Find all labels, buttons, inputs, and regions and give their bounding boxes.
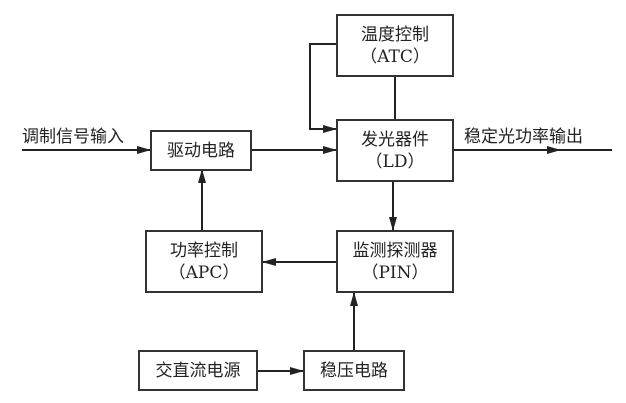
block-atc: 温度控制 （ATC） — [336, 14, 454, 77]
block-atc-title: 温度控制 — [361, 24, 429, 45]
block-apc-title: 功率控制 — [170, 240, 238, 261]
block-ld: 发光器件 （LD） — [336, 119, 454, 182]
block-regulator-title: 稳压电路 — [320, 360, 388, 381]
block-drive-title: 驱动电路 — [167, 140, 235, 161]
block-pin-title: 监测探测器 — [352, 240, 438, 261]
block-drive: 驱动电路 — [150, 130, 252, 171]
block-power: 交直流电源 — [138, 350, 258, 391]
input-label: 调制信号输入 — [22, 127, 124, 147]
block-power-title: 交直流电源 — [155, 360, 241, 381]
block-apc-abbr: （APC） — [168, 262, 240, 283]
block-pin: 监测探测器 （PIN） — [336, 230, 454, 293]
arrow-atc-to-ld — [309, 43, 337, 133]
block-ld-abbr: （LD） — [365, 151, 425, 172]
block-apc: 功率控制 （APC） — [145, 230, 263, 293]
block-ld-title: 发光器件 — [361, 129, 429, 150]
block-pin-abbr: （PIN） — [361, 262, 429, 283]
block-atc-abbr: （ATC） — [360, 46, 430, 67]
output-label: 稳定光功率输出 — [464, 127, 583, 147]
block-regulator: 稳压电路 — [303, 350, 405, 391]
